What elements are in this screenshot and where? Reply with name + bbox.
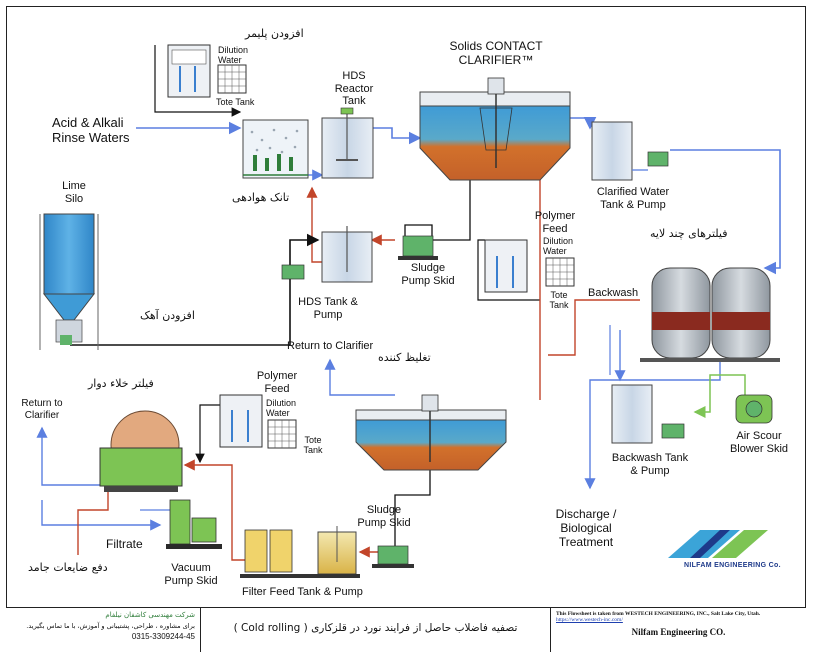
polymer-line-3 [195,404,220,464]
rotary-vacuum-filter-label: فیلتر خلاء دوار [88,377,154,390]
dilution-water-label-1: Dilution Water [218,45,249,66]
flow-lines [36,45,781,561]
air-scour-line [693,374,746,418]
filter-feed-label: Filter Feed Tank & Pump [242,586,363,598]
air-scour-label: Air Scour Blower Skid [729,430,789,455]
discharge-line [584,360,721,490]
multimedia-filters [640,267,780,362]
polymer-skid-1 [167,44,211,98]
return-clarifier-label-1: Return to Clarifier [287,340,374,352]
clarifier-label: Solids CONTACT CLARIFIER™ [449,39,543,67]
lime-silo-label: Lime Silo [62,180,86,205]
tote-tank-label-1: Tote Tank [216,97,255,107]
backwash-line [548,299,640,356]
vacuum-pump-label: Vacuum Pump Skid [164,562,218,587]
thickener [355,394,507,471]
title-block-title-cell: تصفیه فاضلاب حاصل از فرایند نورد در قلزک… [201,608,551,652]
polymer-line-1 [154,45,242,117]
company-name-fa: شرکت مهندسی کاشفان نیلفام [105,611,195,619]
solids-contact-clarifier [419,77,571,181]
hds-reactor-tank [321,107,374,179]
clarified-water-label: Clarified Water Tank & Pump [596,186,670,211]
tote-tank-3 [267,419,297,449]
aeration-tank-label: تانک هوادهی [232,191,290,204]
solid-waste-line [77,492,109,555]
filtrate-label: Filtrate [106,537,143,551]
clarifier-to-clarified-line [570,116,597,130]
source-note: This Flowsheet is taken from WESTECH ENG… [556,611,761,617]
multimedia-filter-label: فیلترهای چند لایه [650,227,728,240]
polymer-feed-label-2: Polymer Feed [256,370,298,395]
nilfam-logo [668,530,768,558]
return-clarifier-line-2 [36,426,100,486]
vacuum-pump-skid [166,499,222,549]
logo-text: NILFAM ENGINEERING Co. [684,562,781,569]
drawing-title-fa: تصفیه فاضلاب حاصل از فرایند نورد در قلزک… [233,622,518,634]
tote-tank-label-2: Tote Tank [549,290,569,311]
thickener-label: تغلیظ کننده [378,351,431,364]
title-block-company-cell: شرکت مهندسی کاشفان نیلفام برای مشاوره ، … [6,608,201,652]
hds-tank [281,226,373,283]
tote-tank-label-3: Tote Tank [303,435,323,456]
lime-silo [39,213,99,350]
source-link[interactable]: https://www.westech-inc.com/ [556,617,623,623]
clarifier-underflow-line [404,180,471,248]
title-block: شرکت مهندسی کاشفان نیلفام برای مشاوره ، … [6,607,806,652]
clarified-water-tank [591,121,669,181]
polymer-feed-label-1: Polymer Feed [534,210,576,235]
dilution-water-label-3: Dilution Water [266,398,297,419]
air-scour-blower [735,394,773,424]
return-clarifier-label-2: Return to Clarifier [21,398,63,421]
sludge-pump-skid-1 [398,235,438,260]
polymer-line-2 [477,239,540,301]
sludge-pump-label-1: Sludge Pump Skid [401,262,455,287]
return-clarifier-line-1 [324,358,395,396]
filter-feed-tank [240,526,360,578]
hds-to-aeration-line [306,186,322,263]
lime-line [70,233,320,346]
discharge-label: Discharge / Biological Treatment [555,507,617,549]
rotary-vacuum-filter [99,410,183,492]
sludge-pump-skid-2 [372,545,414,568]
tote-tank-1 [217,64,247,94]
reactor-to-clarifier-line [373,127,422,145]
backwash-tank [611,384,685,444]
dilution-water-label-2: Dilution Water [543,236,574,257]
thickener-underflow-line [394,470,431,548]
phone-number: 0315-3309244-45 [131,632,195,641]
hds-tank-label: HDS Tank & Pump [298,296,358,321]
backwash-label: Backwash [588,287,639,299]
sludge-pump-label-2: Sludge Pump Skid [357,504,411,529]
company-name-en: Nilfam Engineering CO. [631,627,726,637]
title-block-source-cell: This Flowsheet is taken from WESTECH ENG… [551,608,806,652]
backwash-tank-label: Backwash Tank & Pump [611,452,689,477]
acid-alkali-label: Acid & Alkali Rinse Waters [52,115,130,145]
consult-text-fa: برای مشاوره ، طراحی، پشتیبانی و آموزش، ب… [26,622,195,630]
polymer-skid-3 [219,394,263,448]
solid-waste-label: دفع ضایعات جامد [28,561,108,574]
polymer-skid-2 [484,239,528,293]
hds-reactor-label: HDS Reactor Tank [334,70,374,108]
clarified-to-filter-line [670,149,781,275]
polymer-add-label: افزودن پلیمر [245,27,304,40]
aeration-tank [242,119,309,179]
tote-tank-2 [545,257,575,287]
filtrate-line [41,500,162,531]
lime-add-label: افزودن آهک [140,309,195,322]
